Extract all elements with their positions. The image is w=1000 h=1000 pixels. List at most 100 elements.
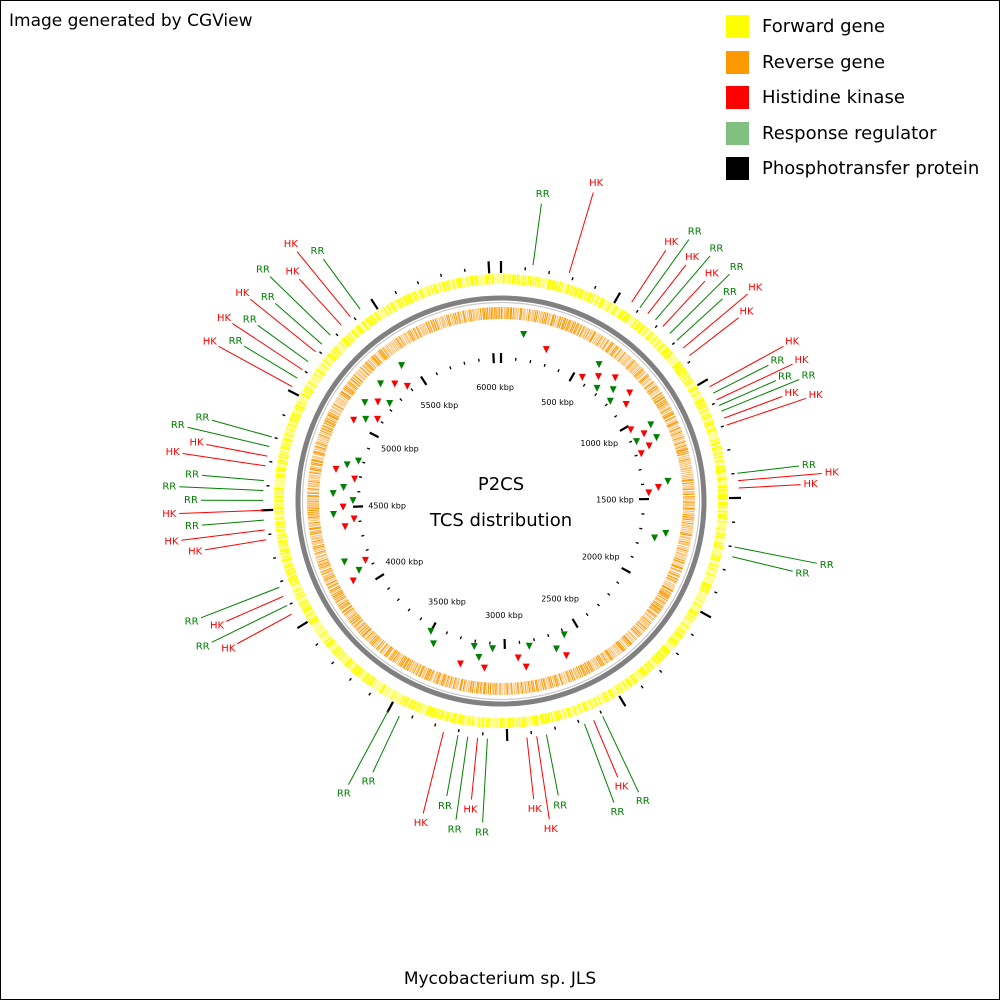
scale-tick <box>361 534 365 537</box>
forward-gene-mark <box>702 417 713 423</box>
reverse-gene-mark <box>425 668 432 681</box>
reverse-gene-mark <box>560 672 566 685</box>
reverse-gene-mark <box>324 575 336 582</box>
feature-callout-line <box>446 734 459 797</box>
reverse-gene-mark <box>311 459 324 464</box>
reverse-gene-mark <box>330 408 342 415</box>
feature-callout-line <box>455 736 469 820</box>
reverse-gene-mark <box>307 511 320 514</box>
forward-gene-mark <box>697 590 708 597</box>
forward-gene-mark <box>481 717 484 728</box>
outer-tick <box>727 448 731 451</box>
forward-gene-mark <box>393 691 400 702</box>
reverse-gene-mark <box>394 653 403 664</box>
forward-gene-mark <box>709 438 720 443</box>
reverse-gene-mark <box>325 577 337 584</box>
reverse-gene-mark <box>679 533 692 537</box>
reverse-gene-mark <box>327 582 339 589</box>
forward-gene-mark <box>311 619 321 627</box>
reverse-gene-mark <box>485 307 488 320</box>
hk-marker <box>654 483 662 491</box>
forward-gene-mark <box>672 633 681 641</box>
reverse-gene-mark <box>331 589 343 597</box>
reverse-gene-mark <box>307 482 320 485</box>
reverse-gene-mark <box>553 675 558 687</box>
forward-gene-mark <box>589 698 595 709</box>
forward-gene-mark <box>646 333 655 342</box>
reverse-gene-mark <box>512 307 515 320</box>
reverse-gene-mark <box>407 330 415 342</box>
backbone-inner-ring <box>301 301 701 701</box>
reverse-gene-mark <box>560 317 566 330</box>
forward-gene-mark <box>361 321 369 331</box>
forward-gene-mark <box>617 683 624 693</box>
reverse-gene-mark <box>682 483 695 487</box>
rr-marker <box>340 558 348 566</box>
rr-marker <box>329 490 337 498</box>
reverse-gene-mark <box>615 642 624 653</box>
reverse-gene-mark <box>355 621 366 630</box>
reverse-gene-mark <box>358 624 369 634</box>
reverse-gene-mark <box>651 602 662 611</box>
outer-tick <box>599 710 603 714</box>
hk-label: HK <box>795 355 810 366</box>
forward-gene-mark <box>638 325 646 334</box>
rr-label: RR <box>636 796 650 807</box>
reverse-gene-mark <box>556 316 562 329</box>
forward-gene-mark <box>527 716 530 727</box>
rr-label: RR <box>802 460 816 471</box>
forward-gene-mark <box>711 551 722 556</box>
reverse-gene-mark <box>452 677 457 690</box>
reverse-gene-mark <box>308 479 321 482</box>
forward-gene-mark <box>714 458 725 462</box>
scale-tick <box>585 612 589 617</box>
reverse-gene-mark <box>317 436 330 442</box>
reverse-gene-mark <box>342 605 353 614</box>
forward-gene-mark <box>278 544 289 549</box>
forward-gene-mark <box>716 478 728 482</box>
forward-gene-mark <box>677 368 687 376</box>
forward-gene-mark <box>571 286 577 297</box>
reverse-gene-mark <box>436 672 442 685</box>
reverse-gene-mark <box>554 674 560 687</box>
outer-tick <box>394 290 398 295</box>
reverse-gene-mark <box>372 637 382 648</box>
reverse-gene-mark <box>669 426 681 433</box>
forward-gene-mark <box>679 371 689 379</box>
reverse-gene-mark <box>681 525 694 528</box>
reverse-gene-mark <box>582 663 589 675</box>
forward-gene-mark <box>581 702 587 712</box>
forward-gene-mark <box>615 308 623 318</box>
forward-gene-mark <box>287 422 298 427</box>
feature-callout-line <box>737 465 800 474</box>
reverse-gene-mark <box>410 662 418 674</box>
reverse-gene-mark <box>674 555 687 561</box>
forward-gene-mark <box>274 514 285 517</box>
reverse-gene-mark <box>667 422 680 429</box>
forward-gene-mark <box>697 405 708 411</box>
forward-gene-mark <box>616 684 623 694</box>
forward-gene-mark <box>408 699 414 709</box>
forward-gene-mark <box>295 402 306 408</box>
reverse-gene-mark <box>313 448 326 453</box>
reverse-gene-mark <box>636 371 647 381</box>
feature-callout-line <box>583 723 615 803</box>
reverse-gene-mark <box>682 518 695 521</box>
scale-label: 5500 kbp <box>421 401 459 410</box>
scale-label: 4000 kbp <box>385 557 423 566</box>
reverse-gene-mark <box>681 473 694 477</box>
reverse-gene-mark <box>318 562 331 568</box>
forward-gene-mark <box>394 692 401 703</box>
rr-marker <box>609 386 617 394</box>
forward-gene-mark <box>691 392 702 399</box>
reverse-gene-mark <box>636 621 647 631</box>
reverse-gene-mark <box>459 311 464 324</box>
reverse-gene-mark <box>425 322 431 334</box>
reverse-gene-mark <box>423 322 429 335</box>
forward-gene-mark <box>532 715 536 726</box>
forward-gene-mark <box>534 715 538 726</box>
reverse-gene-mark <box>682 513 695 516</box>
forward-gene-mark <box>543 713 548 724</box>
forward-gene-mark <box>712 547 723 551</box>
forward-gene-mark <box>288 576 299 582</box>
